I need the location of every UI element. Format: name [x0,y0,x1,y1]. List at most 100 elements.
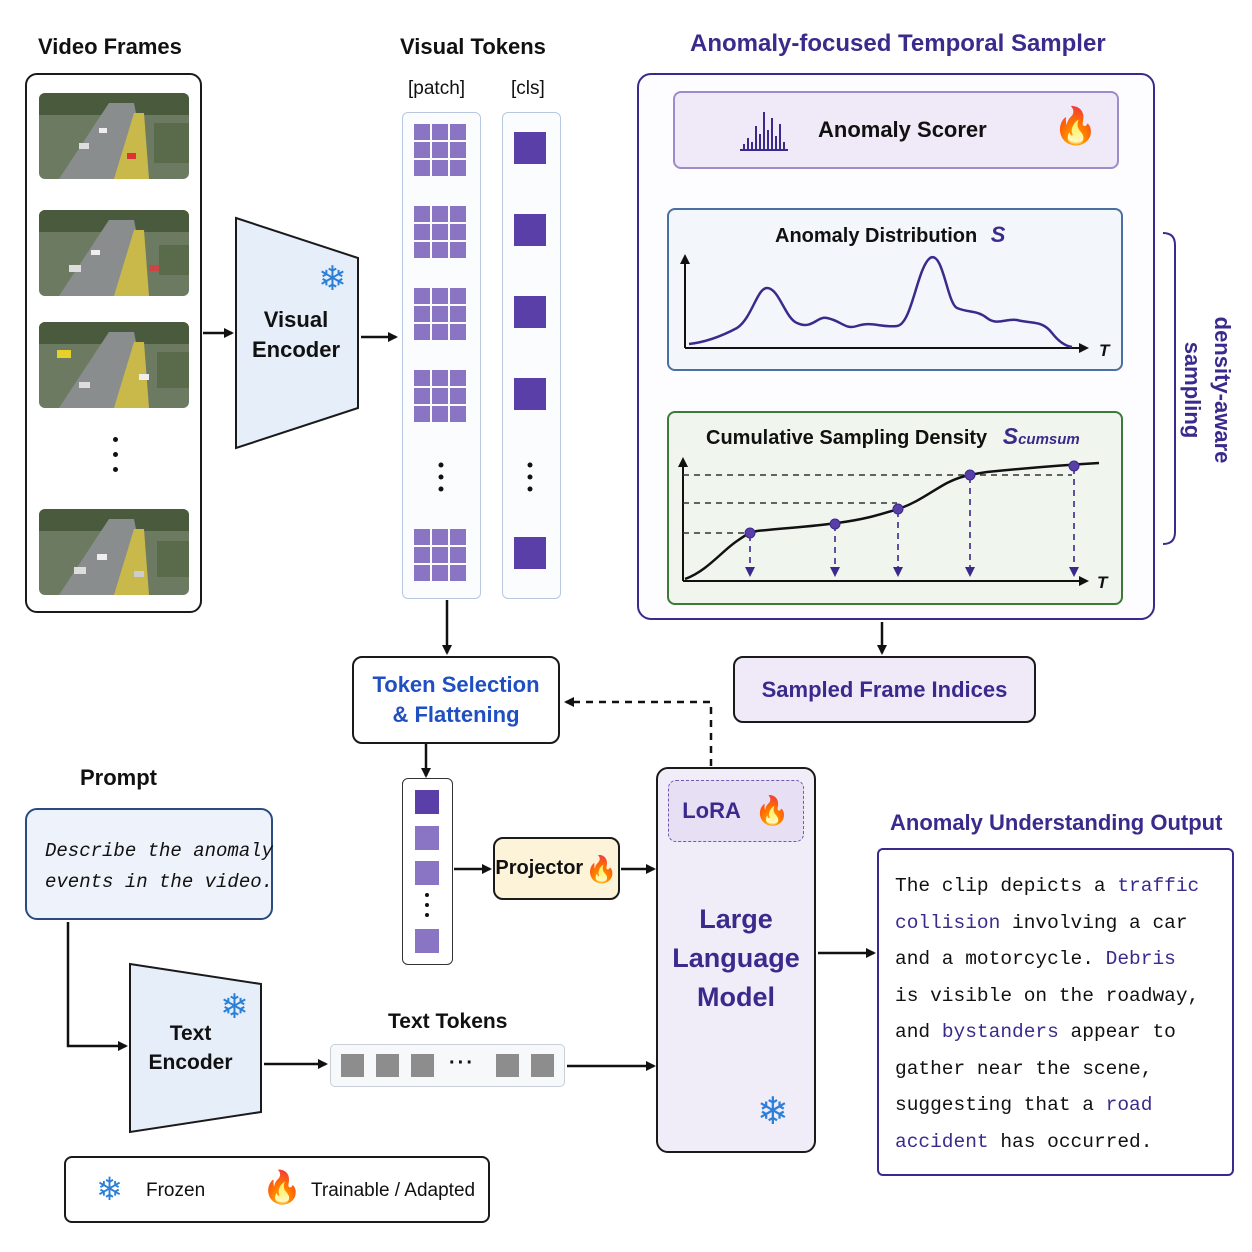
patch-token-cell [432,306,448,322]
legend-frozen-label: Frozen [146,1180,206,1201]
anomaly-distribution-text: Anomaly Distribution [775,225,978,247]
visual-encoder-shape [235,216,359,450]
output-keyword: Debris [1105,948,1176,970]
distribution-symbol: S [990,222,1006,247]
prompt-line2: events in the video. [45,871,274,893]
patch-token-cell [414,242,430,258]
text-token [376,1054,399,1077]
cumulative-density-label: Cumulative Sampling Density Scumsum [706,423,1080,450]
visual-encoder-line1: Visual [263,307,329,332]
patch-token-grid [414,206,466,258]
patch-token-grid [414,288,466,340]
patch-token-cell [450,124,466,140]
patch-token-cell [414,288,430,304]
prompt-box: Describe the anomaly events in the video… [25,808,273,920]
projector-box: Projector 🔥 [493,837,620,900]
snowflake-icon: ❄ [220,988,249,1026]
anomaly-scorer-box [673,91,1119,169]
video-frame-1 [39,93,189,179]
output-line: collision involving a car [895,905,1199,942]
prompt-text: Describe the anomaly events in the video… [45,836,273,898]
density-aware-label: density-aware [1210,316,1235,464]
text-encoder-line2: Encoder [148,1051,233,1074]
patch-token-cell [414,370,430,386]
text-token [411,1054,434,1077]
patch-token-cell [450,142,466,158]
output-keyword: collision [895,911,1001,934]
patch-token-cell [450,547,466,563]
text-encoder-line1: Text [169,1022,212,1045]
sampled-frame-indices-label: Sampled Frame Indices [761,676,1008,702]
visual-encoder-label: Visual Encoder [234,300,358,370]
patch-token-grid [414,529,466,581]
sample-point [829,518,841,530]
output-segment: appear to [1058,1021,1176,1043]
video-frame-last [39,509,189,595]
output-segment: The clip depicts a [895,875,1118,897]
token-ellipsis-dot [438,486,444,492]
text-token [341,1054,364,1077]
fire-icon: 🔥 [1053,105,1098,146]
prompt-line1: Describe the anomaly [45,840,274,862]
patch-label: [patch] [408,78,466,99]
video-frame-3 [39,322,189,408]
patch-token-cell [414,388,430,404]
llm-line1: Large [699,903,773,934]
bar-chart-icon [740,112,788,151]
patch-token-cell [414,406,430,422]
token-ellipsis-dot [438,474,444,480]
text-token [531,1054,554,1077]
sample-point [1068,460,1080,472]
patch-token-grid [414,370,466,422]
patch-token-column [402,112,481,599]
patch-token-cell [450,242,466,258]
patch-token-cell [432,529,448,545]
patch-token-cell [414,160,430,176]
cls-token [514,378,546,410]
text-encoder-label: Text Encoder [128,1013,253,1083]
output-segment: involving a car [1000,911,1188,934]
lora-label: LoRA [682,798,741,823]
token-ellipsis-dot [438,462,444,468]
fire-icon: 🔥 [754,795,790,826]
output-segment: gather near the scene, [895,1057,1153,1080]
flattened-ellipsis [424,893,430,917]
token-ellipsis-dot [527,462,533,468]
patch-token-cell [450,406,466,422]
patch-token-cell [414,224,430,240]
output-line: suggesting that a road [895,1087,1199,1124]
cls-label: [cls] [511,78,545,99]
patch-token-cell [414,124,430,140]
patch-token-cell [432,324,448,340]
llm-label: Large Language Model [656,898,816,1018]
patch-token-cell [450,388,466,404]
patch-token-cell [450,529,466,545]
lora-box: LoRA 🔥 [668,780,804,842]
fire-icon: 🔥 [262,1169,302,1205]
text-tokens-header: Text Tokens [388,1010,508,1033]
sampled-frame-indices-box: Sampled Frame Indices [733,656,1036,723]
flattened-token [415,826,439,850]
output-line: accident has occurred. [895,1124,1199,1161]
legend-trainable-label: Trainable / Adapted [311,1180,476,1201]
sample-point [892,503,904,515]
output-line: and a motorcycle. Debris [895,941,1199,978]
output-keyword: accident [895,1130,989,1153]
patch-token-cell [450,206,466,222]
output-line: is visible on the roadway, [895,978,1199,1015]
patch-token-cell [414,547,430,563]
distribution-axis-t: T [1099,341,1111,360]
output-keyword: road [1105,1094,1153,1116]
cls-token [514,296,546,328]
sampling-label: sampling [1180,341,1205,439]
patch-token-cell [432,388,448,404]
cls-token [514,132,546,164]
cumulative-subscript: cumsum [1018,431,1080,448]
patch-token-cell [450,160,466,176]
patch-token-cell [432,370,448,386]
patch-token-cell [432,124,448,140]
output-segment: suggesting that a [895,1094,1106,1116]
output-line: gather near the scene, [895,1051,1199,1088]
patch-token-cell [450,324,466,340]
